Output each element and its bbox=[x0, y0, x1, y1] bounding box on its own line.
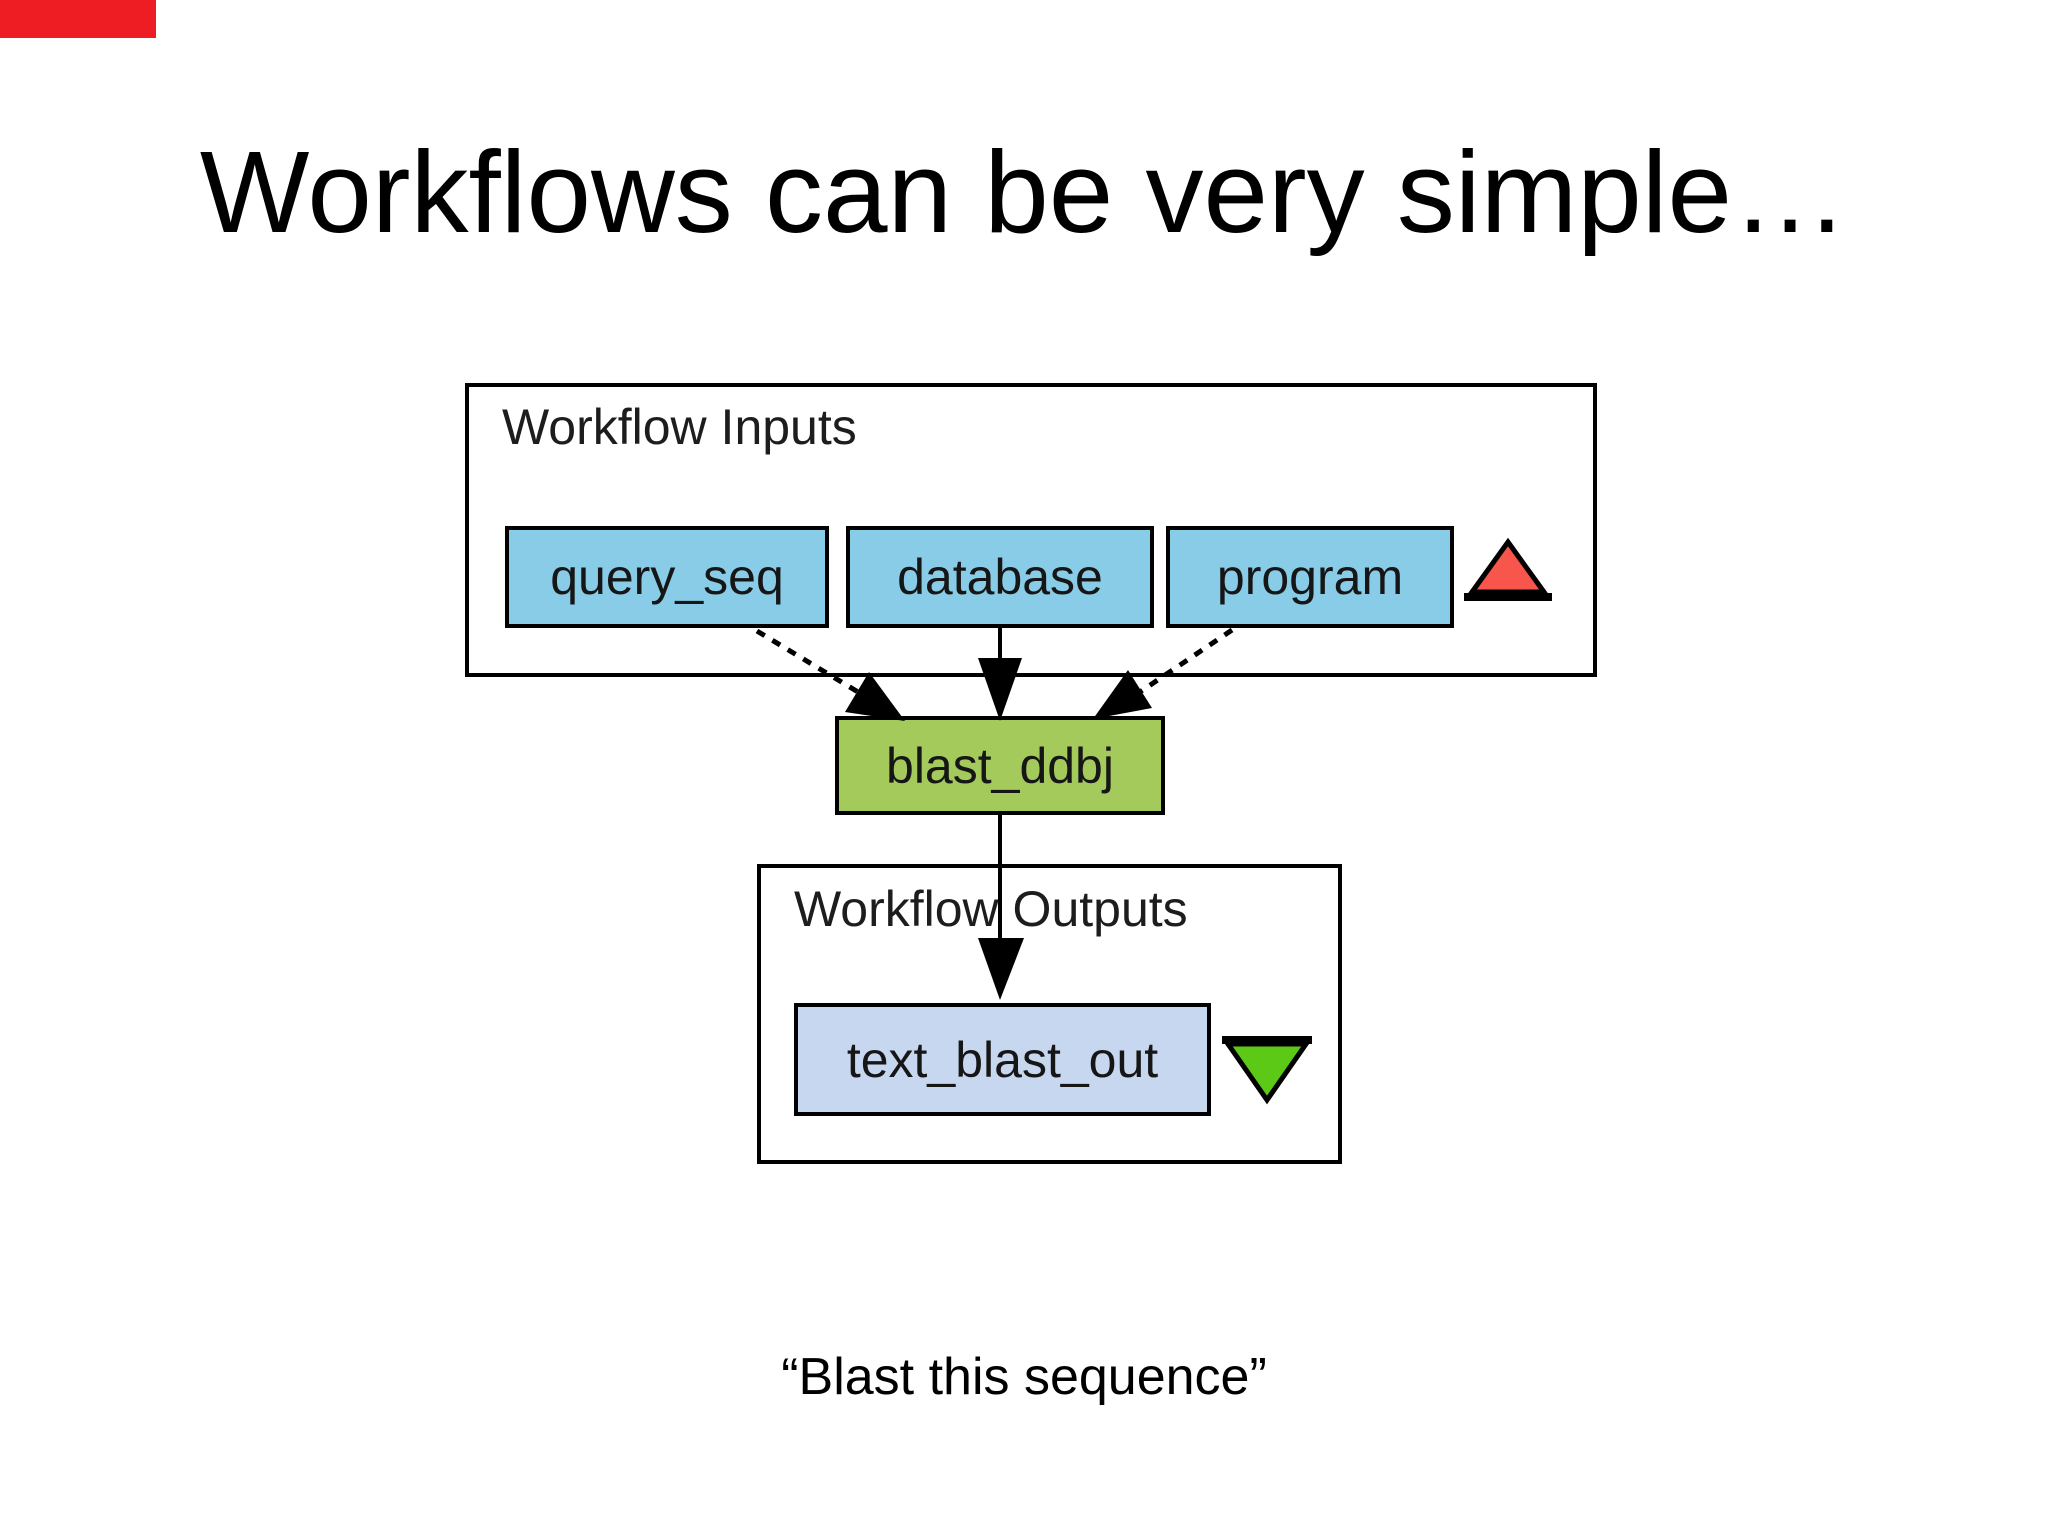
node-blast-ddbj-label: blast_ddbj bbox=[886, 737, 1114, 794]
workflow-inputs-label: Workflow Inputs bbox=[502, 399, 857, 455]
workflow-outputs-label: Workflow Outputs bbox=[794, 881, 1188, 937]
node-query-seq-label: query_seq bbox=[550, 549, 784, 605]
red-corner-marker bbox=[0, 0, 156, 38]
red-up-triangle-icon bbox=[1467, 537, 1549, 595]
node-database bbox=[846, 526, 1154, 628]
node-program-label: program bbox=[1216, 549, 1404, 605]
slide-caption: “Blast this sequence” bbox=[781, 1348, 1267, 1406]
node-database-label: database bbox=[897, 549, 1103, 605]
node-text-blast-out-label: text_blast_out bbox=[846, 1031, 1159, 1088]
node-blast-ddbj bbox=[835, 716, 1165, 815]
node-query-seq bbox=[505, 526, 829, 628]
node-text-blast-out bbox=[794, 1003, 1211, 1116]
node-program bbox=[1166, 526, 1454, 628]
slide-title: Workflows can be very simple… bbox=[199, 127, 1849, 257]
